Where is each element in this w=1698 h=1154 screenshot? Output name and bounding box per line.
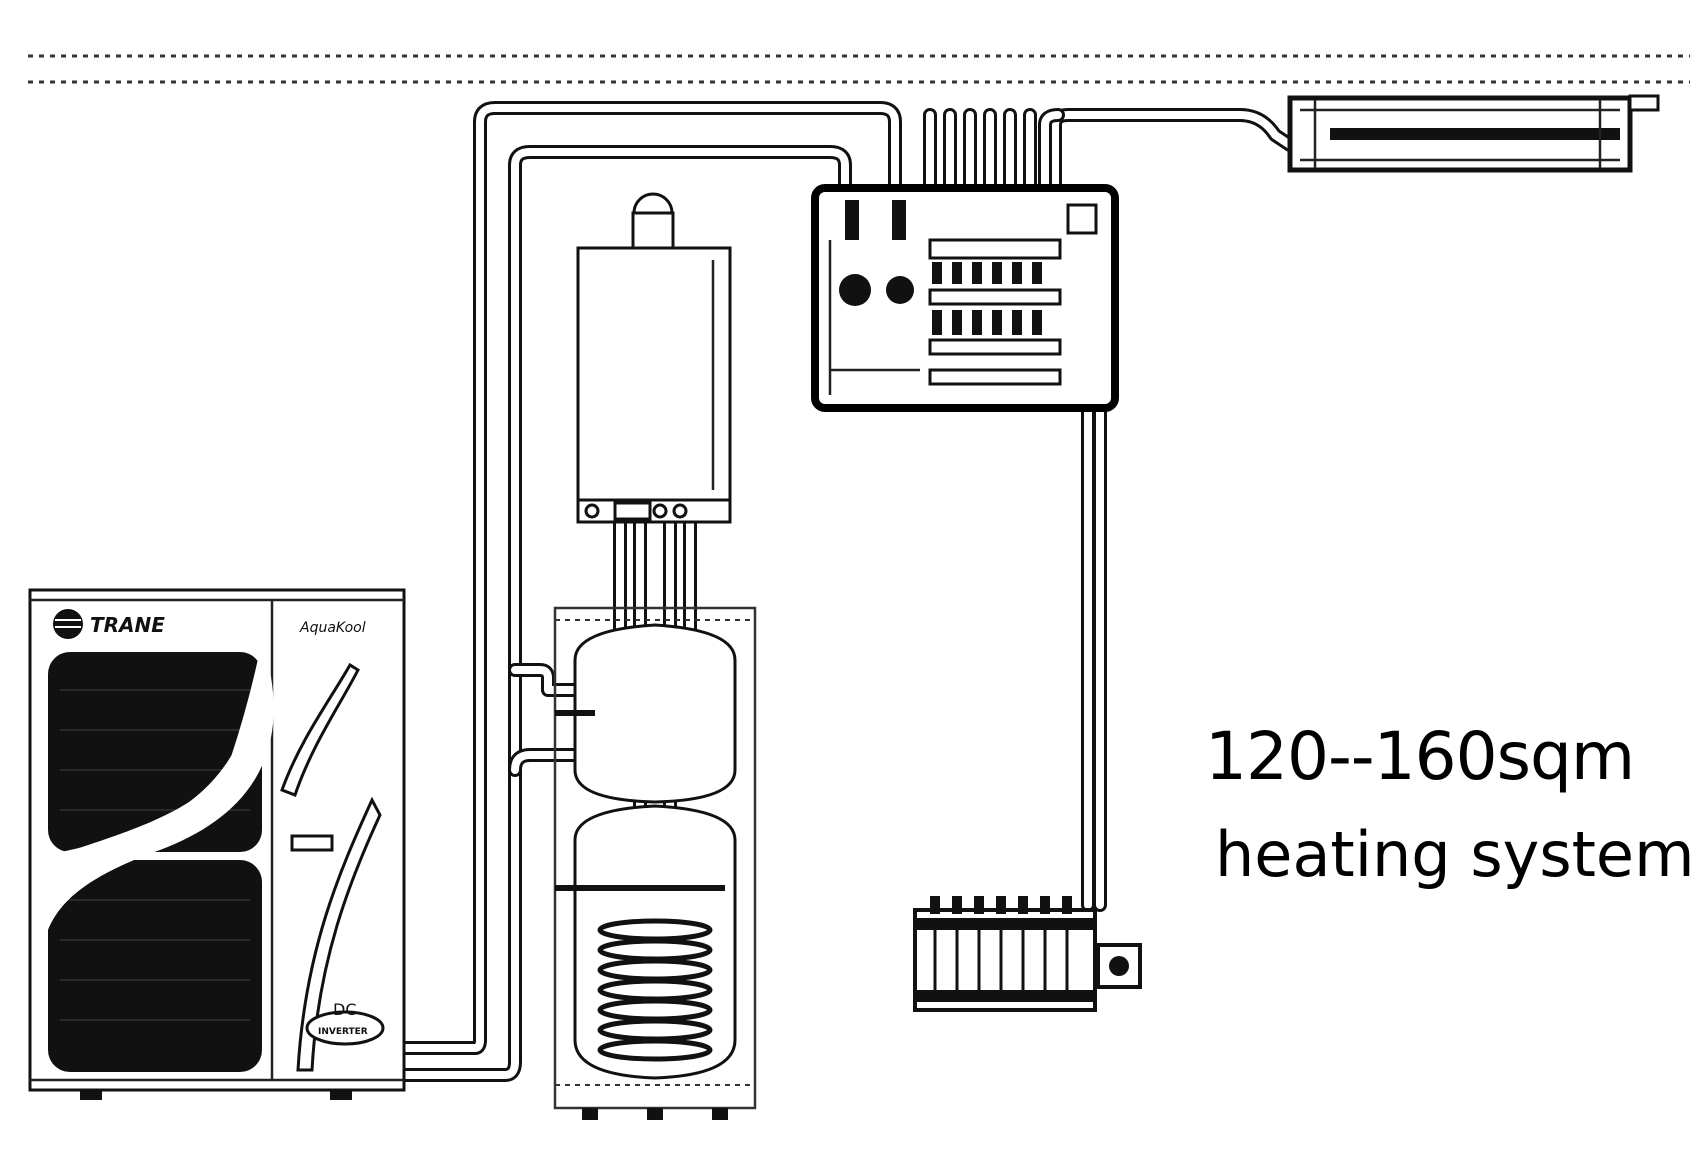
badge-inverter: INVERTER [318, 1027, 368, 1037]
water-tank [553, 606, 757, 1120]
floor-heating-manifold [913, 896, 1142, 1012]
trane-logo-icon [53, 609, 83, 639]
heating-coil [597, 918, 713, 1062]
brand-label: TRANE [90, 613, 165, 637]
control-manifold-box [811, 184, 1119, 412]
badge-dc: DC [333, 1000, 357, 1019]
heat-pump-unit: TRANE AquaKool DC INVERTER [28, 588, 406, 1100]
fan-grille-bottom [48, 860, 262, 1072]
caption-area: 120--160sqm [1205, 718, 1635, 795]
boiler-unit [576, 192, 732, 524]
model-label: AquaKool [299, 620, 366, 636]
ceiling-lines [28, 54, 1690, 84]
ceiling-fan-coil [1287, 94, 1660, 173]
caption-system: heating system [1215, 818, 1695, 891]
